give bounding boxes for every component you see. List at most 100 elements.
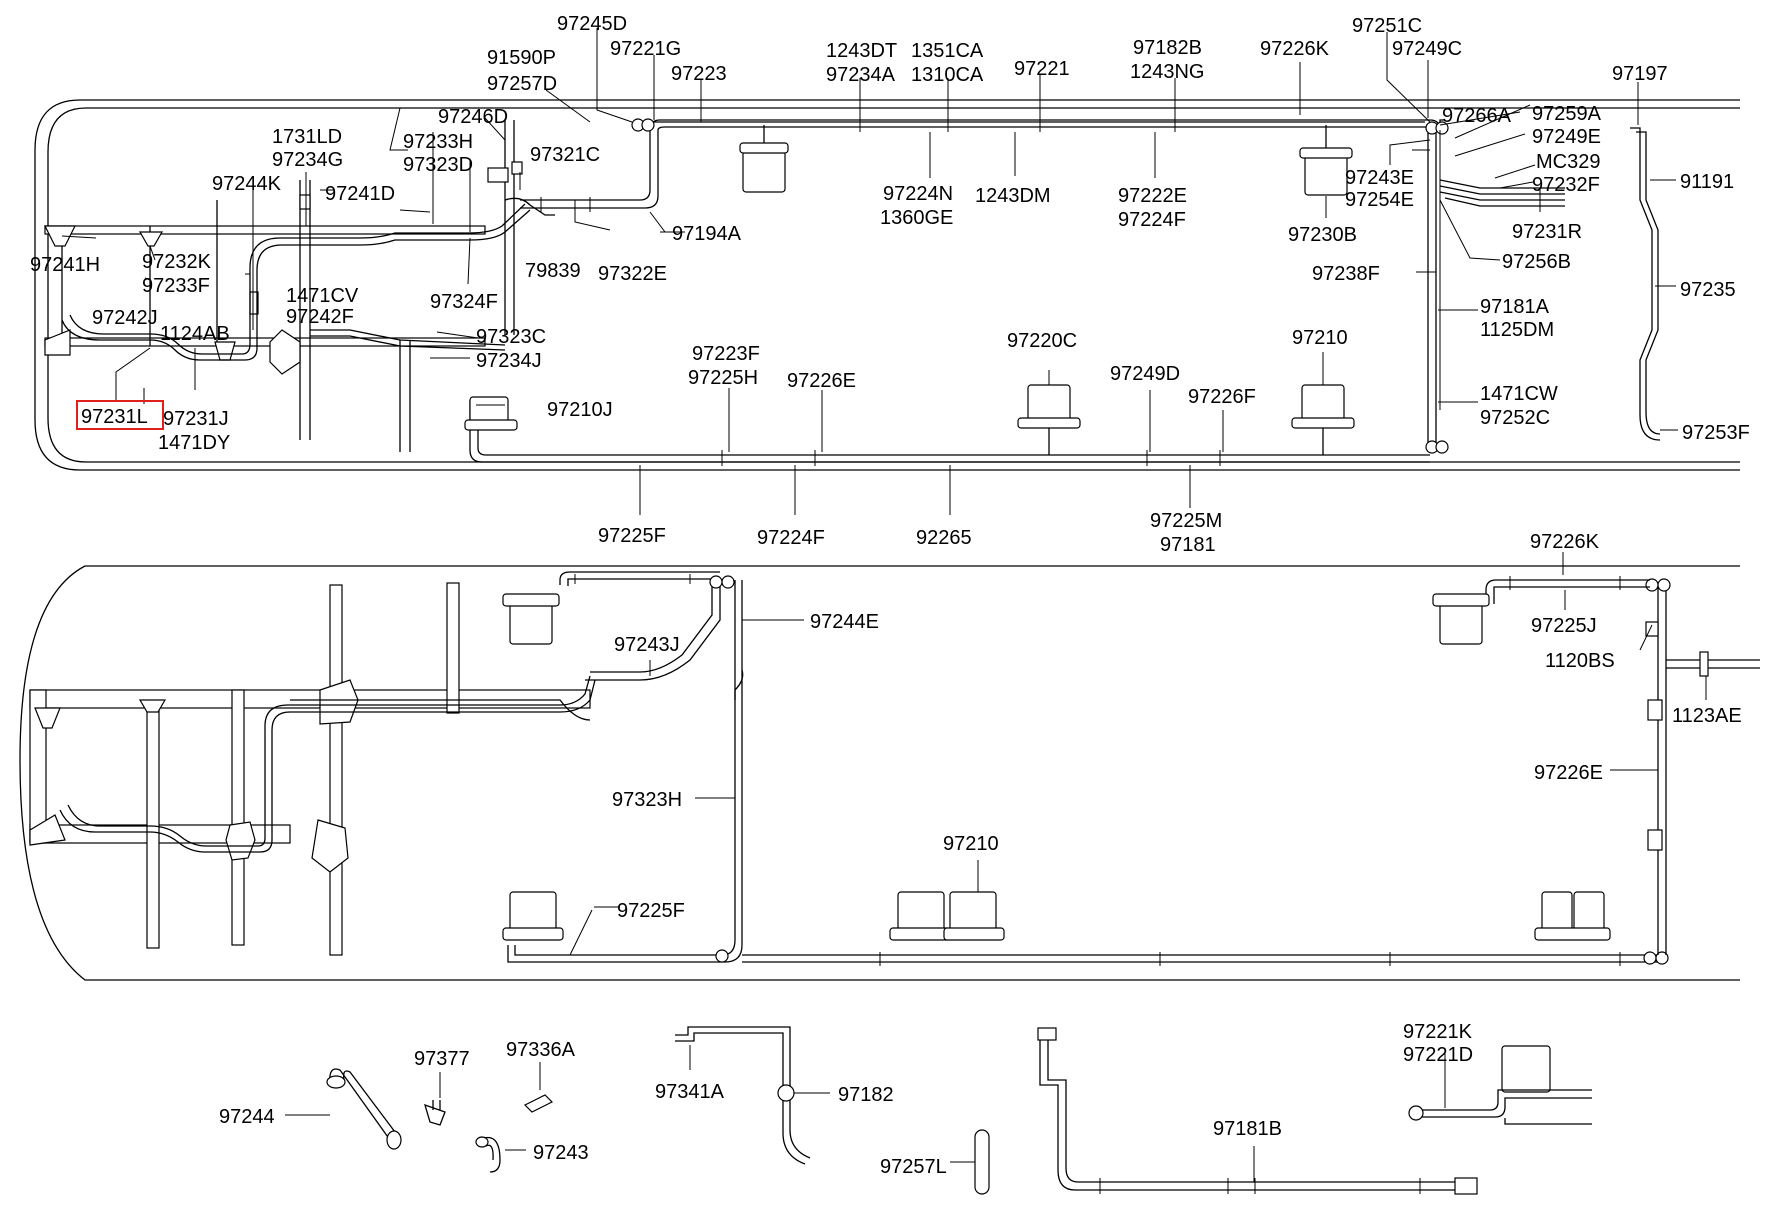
label-97244[interactable]: 97244 [219,1106,275,1128]
label-97323D[interactable]: 97323D [403,154,473,176]
label-97241H[interactable]: 97241H [30,254,100,276]
label-97231L[interactable]: 97231L [81,406,148,428]
label-97234G[interactable]: 97234G [272,149,343,171]
label-97259A[interactable]: 97259A [1532,103,1602,125]
label-97246D[interactable]: 97246D [438,106,508,128]
label-97224F[interactable]: 97224F [1118,209,1186,231]
label-97181B[interactable]: 97181B [1213,1118,1282,1140]
label-1124AB[interactable]: 1124AB [160,323,230,345]
label-97226E[interactable]: 97226E [787,370,856,392]
label-91191[interactable]: 91191 [1680,171,1734,193]
label-97341A[interactable]: 97341A [655,1081,725,1103]
label-97210-bottom[interactable]: 97210 [943,833,999,855]
label-1360GE[interactable]: 1360GE [880,207,953,229]
label-97243E[interactable]: 97243E [1345,167,1414,189]
label-97221G[interactable]: 97221G [610,38,681,60]
label-97249D[interactable]: 97249D [1110,363,1180,385]
label-97181A[interactable]: 97181A [1480,296,1550,318]
label-97238F[interactable]: 97238F [1312,263,1380,285]
label-97245D[interactable]: 97245D [557,13,627,35]
label-97322E[interactable]: 97322E [598,263,667,285]
label-97232K[interactable]: 97232K [142,251,212,273]
label-97225M[interactable]: 97225M [1150,510,1222,532]
label-97230B[interactable]: 97230B [1288,224,1357,246]
label-1123AE[interactable]: 1123AE [1672,705,1742,727]
label-97221[interactable]: 97221 [1014,58,1070,80]
label-97210J[interactable]: 97210J [547,399,613,421]
loose-part-labels: 97377 97336A 97341A 97182 97221K 97221D … [219,1021,1473,1182]
label-97241D[interactable]: 97241D [325,183,395,205]
label-97242F[interactable]: 97242F [286,306,354,328]
label-97225F-top[interactable]: 97225F [598,525,666,547]
label-97221K[interactable]: 97221K [1403,1021,1473,1043]
label-97182B[interactable]: 97182B [1133,37,1202,59]
label-1243DM[interactable]: 1243DM [975,185,1051,207]
loose-parts [326,1026,1592,1195]
label-97226F[interactable]: 97226F [1188,386,1256,408]
label-97336A[interactable]: 97336A [506,1039,576,1061]
label-97377[interactable]: 97377 [414,1048,470,1070]
label-97232F[interactable]: 97232F [1532,174,1600,196]
label-97249C[interactable]: 97249C [1392,38,1462,60]
label-97321C[interactable]: 97321C [530,144,600,166]
label-97210[interactable]: 97210 [1292,327,1348,349]
label-97323C[interactable]: 97323C [476,326,546,348]
label-97253F[interactable]: 97253F [1682,422,1750,444]
label-97223F[interactable]: 97223F [692,343,760,365]
label-97243J[interactable]: 97243J [614,634,680,656]
label-97225J[interactable]: 97225J [1531,615,1597,637]
label-97234J[interactable]: 97234J [476,350,542,372]
label-97243[interactable]: 97243 [533,1142,589,1164]
label-97231J[interactable]: 97231J [163,408,229,430]
label-97254E[interactable]: 97254E [1345,189,1414,211]
label-97244E[interactable]: 97244E [810,611,879,633]
label-1471DY[interactable]: 1471DY [158,432,230,454]
label-97182[interactable]: 97182 [838,1084,894,1106]
label-97224N[interactable]: 97224N [883,183,953,205]
label-97257D[interactable]: 97257D [487,73,557,95]
label-1120BS[interactable]: 1120BS [1545,650,1615,672]
highlighted-part-97231L[interactable]: 97231L [76,400,164,430]
label-91590P[interactable]: 91590P [487,47,556,69]
label-97225F-bottom[interactable]: 97225F [617,900,685,922]
label-97225H[interactable]: 97225H [688,367,758,389]
label-1310CA[interactable]: 1310CA [911,64,984,86]
label-97194A[interactable]: 97194A [672,223,742,245]
label-1125DM[interactable]: 1125DM [1480,319,1554,341]
label-97181[interactable]: 97181 [1160,534,1216,556]
label-97266A[interactable]: 97266A [1442,105,1512,127]
label-MC329[interactable]: MC329 [1536,151,1600,173]
label-1351CA[interactable]: 1351CA [911,40,984,62]
label-97233H[interactable]: 97233H [403,131,473,153]
label-97224F-top[interactable]: 97224F [757,527,825,549]
label-92265[interactable]: 92265 [916,527,972,549]
label-97257L[interactable]: 97257L [880,1156,947,1178]
label-1471CV[interactable]: 1471CV [286,285,359,307]
label-97226K-bottom[interactable]: 97226K [1530,531,1600,553]
label-97220C[interactable]: 97220C [1007,330,1077,352]
label-97252C[interactable]: 97252C [1480,407,1550,429]
bottom-canister-5 [1534,891,1611,941]
label-97256B[interactable]: 97256B [1502,251,1571,273]
label-97226K[interactable]: 97226K [1260,38,1330,60]
label-97251C[interactable]: 97251C [1352,15,1422,37]
label-97244K[interactable]: 97244K [212,173,282,195]
label-97233F[interactable]: 97233F [142,275,210,297]
label-97249E[interactable]: 97249E [1532,126,1601,148]
label-1243NG[interactable]: 1243NG [1130,61,1205,83]
label-97231R[interactable]: 97231R [1512,221,1582,243]
label-97324F[interactable]: 97324F [430,291,498,313]
label-97323H[interactable]: 97323H [612,789,682,811]
label-97235[interactable]: 97235 [1680,279,1736,301]
label-97222E[interactable]: 97222E [1118,185,1187,207]
label-1471CW[interactable]: 1471CW [1480,383,1558,405]
label-1731LD[interactable]: 1731LD [272,126,342,148]
label-97226E-bottom[interactable]: 97226E [1534,762,1603,784]
label-97197[interactable]: 97197 [1612,63,1668,85]
label-97234A[interactable]: 97234A [826,64,896,86]
label-1243DT[interactable]: 1243DT [826,40,897,62]
label-97242J[interactable]: 97242J [92,307,158,329]
label-97221D[interactable]: 97221D [1403,1044,1473,1066]
label-97223[interactable]: 97223 [671,63,727,85]
label-79839[interactable]: 79839 [525,260,581,282]
